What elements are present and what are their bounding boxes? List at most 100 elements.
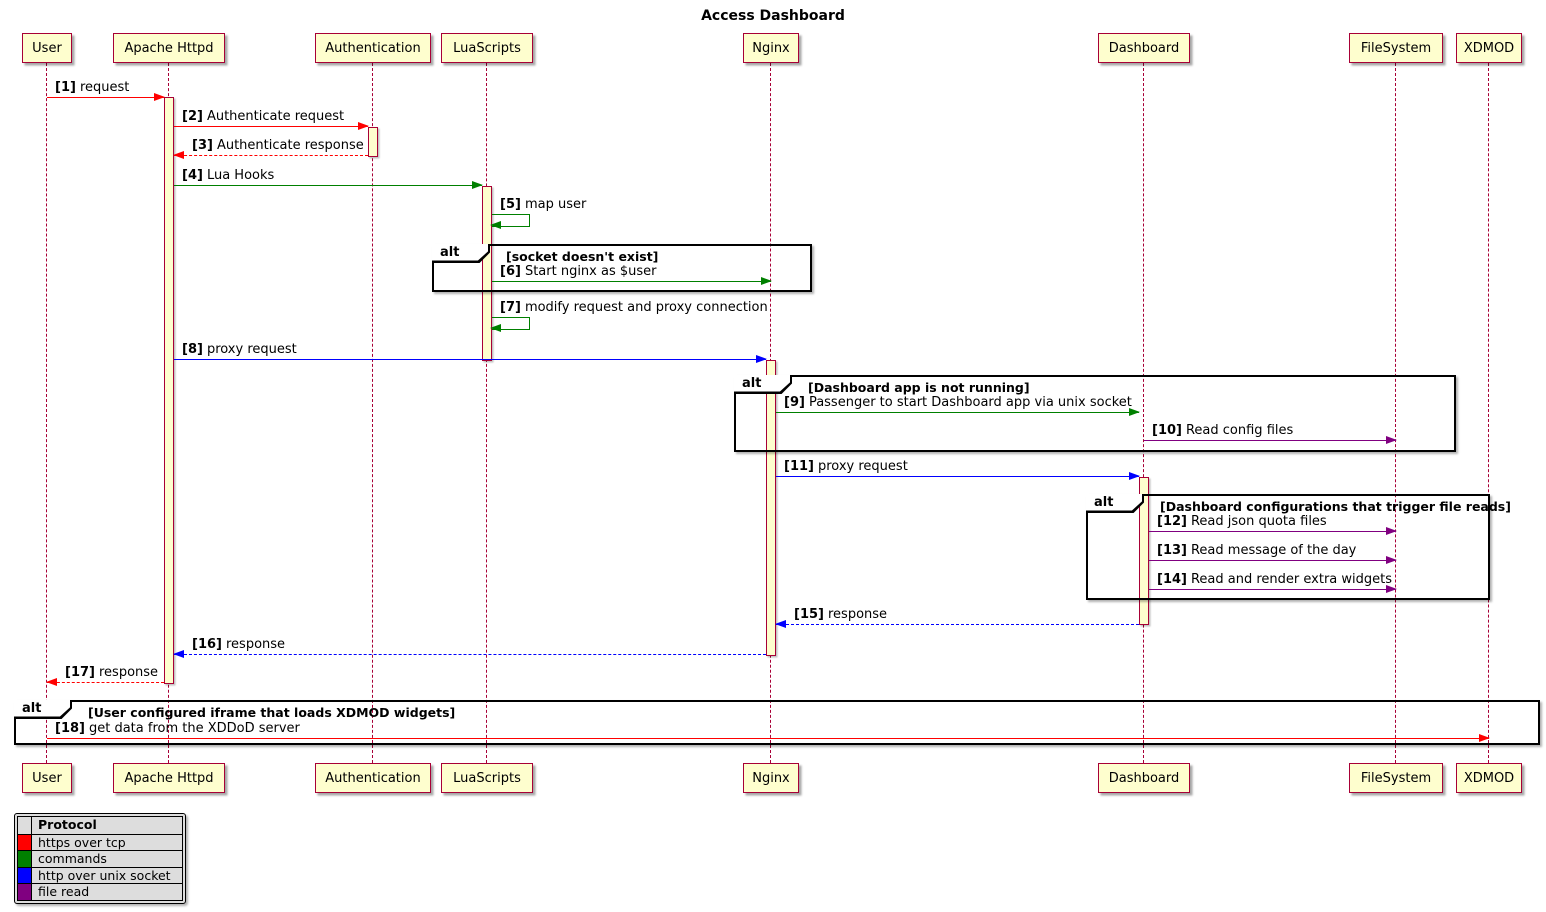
activation-nginx <box>766 360 776 656</box>
alt-tab-fill <box>14 700 70 717</box>
message-18-label: [18]get data from the XDDoD server <box>55 721 300 736</box>
message-line <box>1149 560 1396 561</box>
message-line <box>1144 440 1396 441</box>
alt-tab: alt <box>1086 494 1144 513</box>
legend-row-commands: commands <box>18 850 182 867</box>
participant-user-top: User <box>22 33 72 63</box>
message-3-label: [3]Authenticate response <box>192 138 364 153</box>
message-12-label: [12]Read json quota files <box>1157 514 1327 529</box>
participant-authentication-top: Authentication <box>315 33 431 63</box>
message-line <box>47 738 1489 739</box>
self-message-loop <box>492 214 530 227</box>
message-7: [7]modify request and proxy connection <box>490 300 768 332</box>
participant-xdmod-top: XDMOD <box>1456 33 1522 63</box>
message-line <box>47 97 164 98</box>
message-line <box>776 476 1139 477</box>
arrowhead-right-icon <box>1386 556 1397 564</box>
lifeline-filesystem <box>1395 63 1396 763</box>
legend-swatch-green <box>18 851 32 867</box>
message-13-label: [13]Read message of the day <box>1157 543 1357 558</box>
lifeline-user <box>46 63 47 763</box>
participant-xdmod-bottom: XDMOD <box>1456 763 1522 793</box>
message-11-label: [11]proxy request <box>784 459 908 474</box>
message-line <box>776 624 1139 625</box>
activation-authentication <box>368 127 378 157</box>
arrowhead-left-icon <box>173 151 184 159</box>
self-message-loop <box>492 317 530 330</box>
message-14-label: [14]Read and render extra widgets <box>1157 572 1393 587</box>
lifeline-authentication <box>372 63 373 763</box>
legend: Protocol https over tcp commands http ov… <box>14 813 186 904</box>
arrowhead-right-icon <box>1386 585 1397 593</box>
alt-frame-xdmod-iframe: alt [User configured iframe that loads X… <box>14 700 1540 745</box>
legend-swatch-red <box>18 834 32 850</box>
message-line <box>776 412 1139 413</box>
message-line <box>1149 589 1396 590</box>
message-line <box>492 281 771 282</box>
message-line <box>174 155 368 156</box>
alt-tab-fill <box>734 375 790 392</box>
legend-row-https-over-tcp: https over tcp <box>18 833 182 850</box>
arrowhead-right-icon <box>154 93 165 101</box>
participant-apache-httpd-bottom: Apache Httpd <box>113 763 225 793</box>
message-4-label: [4]Lua Hooks <box>182 168 275 183</box>
activation-luascripts <box>482 186 492 361</box>
participant-luascripts-top: LuaScripts <box>441 33 533 63</box>
message-16-label: [16]response <box>192 637 286 652</box>
diagram-title: Access Dashboard <box>701 8 845 24</box>
message-7-label: [7]modify request and proxy connection <box>500 300 768 315</box>
legend-header-row: Protocol <box>18 817 182 834</box>
participant-nginx-top: Nginx <box>743 33 799 63</box>
legend-swatch-blue <box>18 867 32 883</box>
alt-tab: alt <box>734 375 792 394</box>
alt-tab-fill <box>432 244 488 261</box>
message-line <box>174 185 482 186</box>
message-line <box>1149 531 1396 532</box>
arrowhead-left-icon <box>490 324 501 332</box>
alt-tab-label: alt <box>22 701 42 716</box>
participant-filesystem-top: FileSystem <box>1349 33 1443 63</box>
alt-tab: alt <box>14 700 72 719</box>
arrowhead-right-icon <box>1129 408 1140 416</box>
message-2-label: [2]Authenticate request <box>182 109 345 124</box>
message-line <box>174 359 766 360</box>
message-8-label: [8]proxy request <box>182 342 297 357</box>
alt-condition: [socket doesn't exist] <box>506 248 659 264</box>
participant-user-bottom: User <box>22 763 72 793</box>
arrowhead-right-icon <box>358 122 369 130</box>
participant-authentication-bottom: Authentication <box>315 763 431 793</box>
alt-tab-label: alt <box>742 376 762 391</box>
alt-tab-fill <box>1086 494 1142 511</box>
message-9-label: [9]Passenger to start Dashboard app via … <box>784 395 1132 410</box>
participant-apache-httpd-top: Apache Httpd <box>113 33 225 63</box>
arrowhead-right-icon <box>761 277 772 285</box>
participant-nginx-bottom: Nginx <box>743 763 799 793</box>
message-10-label: [10]Read config files <box>1152 423 1294 438</box>
lifeline-luascripts <box>486 63 487 763</box>
activation-dashboard <box>1139 477 1149 625</box>
legend-row-http-over-unix-socket: http over unix socket <box>18 866 182 883</box>
arrowhead-right-icon <box>1386 527 1397 535</box>
alt-condition: [User configured iframe that loads XDMOD… <box>88 704 456 720</box>
arrowhead-left-icon <box>775 620 786 628</box>
arrowhead-right-icon <box>1386 436 1397 444</box>
arrowhead-right-icon <box>1129 472 1140 480</box>
alt-tab: alt <box>432 244 490 263</box>
participant-dashboard-top: Dashboard <box>1098 33 1190 63</box>
message-line <box>47 682 164 683</box>
arrowhead-left-icon <box>490 221 501 229</box>
participant-luascripts-bottom: LuaScripts <box>441 763 533 793</box>
message-5: [5]map user <box>490 197 586 229</box>
message-5-label: [5]map user <box>500 197 587 212</box>
message-1-label: [1]request <box>55 80 130 95</box>
alt-frame-socket-doesnt-exist: alt [socket doesn't exist] <box>432 244 812 292</box>
message-6-label: [6]Start nginx as $user <box>500 264 657 279</box>
legend-title: Protocol <box>38 817 97 832</box>
message-17-label: [17]response <box>65 665 159 680</box>
alt-condition: [Dashboard app is not running] <box>808 379 1030 395</box>
participant-dashboard-bottom: Dashboard <box>1098 763 1190 793</box>
arrowhead-left-icon <box>46 678 57 686</box>
message-15-label: [15]response <box>794 607 888 622</box>
lifeline-dashboard <box>1143 63 1144 763</box>
